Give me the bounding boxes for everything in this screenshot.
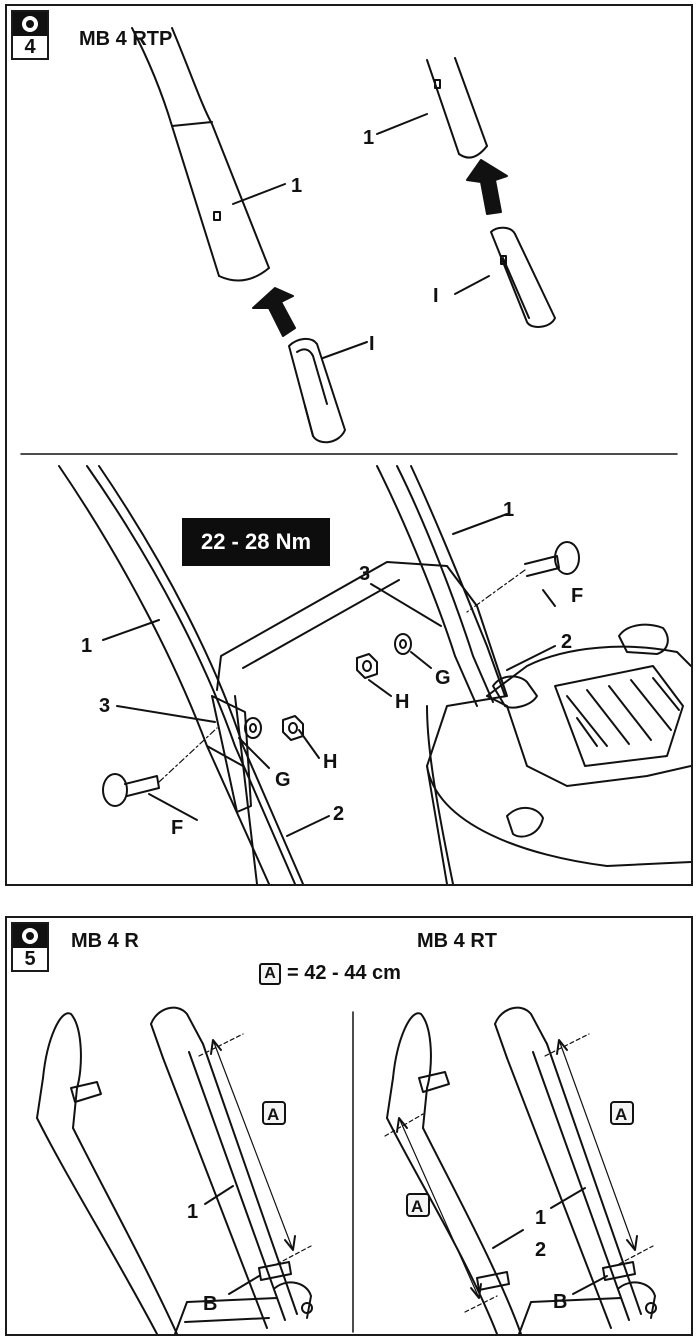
label-part-H: H [395, 691, 409, 713]
label-part-F: F [571, 585, 583, 607]
figure-4-title: MB 4 RTP [79, 28, 173, 50]
figure-4-badge: 4 [11, 10, 49, 60]
label-part-2: 2 [535, 1239, 546, 1261]
dimension-letter-box: A [259, 962, 281, 985]
camera-icon [13, 12, 47, 36]
label-part-3: 3 [99, 695, 110, 717]
label-dimension-A: A [411, 1197, 423, 1216]
label-part-H: H [323, 751, 337, 773]
bolt-left [102, 773, 160, 807]
label-part-2: 2 [561, 631, 572, 653]
dimension-line-right-inner [398, 1117, 480, 1299]
measurement-value: = 42 - 44 cm [287, 962, 401, 984]
handle-right-lower [376, 465, 506, 707]
label-part-F: F [171, 817, 183, 839]
label-part-3: 3 [359, 563, 370, 585]
label-part-B: B [553, 1291, 567, 1313]
label-dimension-A: A [267, 1105, 279, 1124]
arrow-up-icon [466, 159, 508, 215]
washer-right [394, 633, 412, 655]
measurement-spec: A = 42 - 44 cm [259, 962, 401, 985]
dimension-line-left [212, 1039, 294, 1251]
label-part-B: B [203, 1293, 217, 1315]
label-part-I: I [433, 285, 439, 307]
figure-number: 4 [24, 36, 36, 58]
handle-right-grip [386, 1012, 522, 1334]
figure-5-illustration: A 1 B A A 1 2 B [36, 1006, 657, 1334]
arrow-up-icon [252, 287, 296, 337]
washer-left [244, 717, 262, 739]
engine-cover [426, 623, 691, 867]
label-part-1: 1 [187, 1201, 198, 1223]
label-part-G: G [275, 769, 291, 791]
figure-5-title-left: MB 4 R [71, 930, 139, 952]
label-part-1: 1 [81, 635, 92, 657]
figure-number: 5 [24, 948, 36, 970]
figure-4-illustration: 1 I 1 I 1 3 F G H 2 1 3 F G H 2 [20, 27, 691, 884]
camera-icon [13, 924, 47, 948]
dimension-line-right-outer [558, 1039, 636, 1251]
handle-tube-right [426, 57, 488, 159]
figure-5-title-right: MB 4 RT [417, 930, 497, 952]
label-part-G: G [435, 667, 451, 689]
handle-left-lower [58, 465, 304, 884]
insert-plug-right [490, 226, 556, 328]
torque-spec-box: 22 - 28 Nm [182, 518, 330, 566]
handle-telescopic-left [150, 1006, 313, 1329]
bolt-right [524, 541, 580, 577]
label-part-1: 1 [535, 1207, 546, 1229]
handle-telescopic-right [494, 1006, 657, 1329]
figure-5-panel: 5 MB 4 R MB 4 RT A = 42 - 44 cm [5, 916, 693, 1336]
label-dimension-A: A [615, 1105, 627, 1124]
label-part-1: 1 [291, 175, 302, 197]
label-part-1: 1 [363, 127, 374, 149]
insert-plug-left [288, 338, 346, 444]
handle-tube-left [131, 27, 270, 282]
handle-left-grip [36, 1012, 178, 1334]
label-part-I: I [369, 333, 375, 355]
nut-right [356, 653, 378, 679]
figure-4-panel: 4 MB 4 RTP [5, 4, 693, 886]
mower-housing [216, 561, 508, 884]
figure-5-badge: 5 [11, 922, 49, 972]
nut-left [282, 715, 304, 741]
label-part-1: 1 [503, 499, 514, 521]
label-part-2: 2 [333, 803, 344, 825]
